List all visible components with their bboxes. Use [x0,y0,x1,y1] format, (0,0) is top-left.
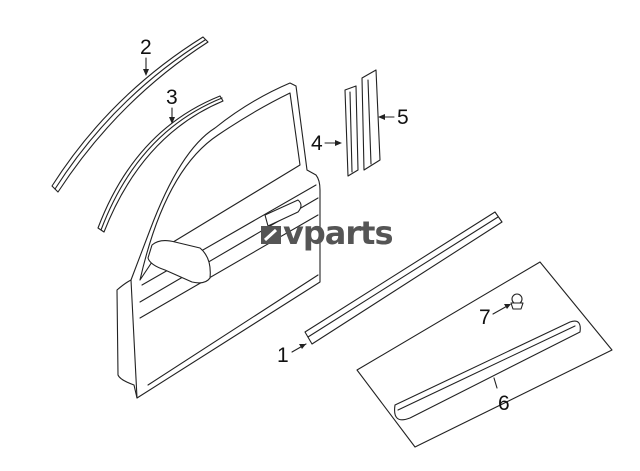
callout-4: 4 [311,132,342,155]
part-5-applique[interactable] [361,69,381,171]
callout-3: 3 [166,86,178,124]
door-shell [116,82,321,399]
part-7-clip[interactable] [510,293,524,310]
callout-1: 1 [277,343,307,367]
watermark-text: vparts [283,214,392,252]
callout-7: 7 [479,304,511,329]
part-2-molding[interactable] [51,36,209,193]
svg-text:1: 1 [277,344,289,367]
callout-6: 6 [493,377,510,415]
part-3-molding[interactable] [97,95,224,233]
watermark-logo: vparts [261,214,393,252]
part-1-belt-molding[interactable] [304,211,503,345]
svg-text:5: 5 [397,106,409,129]
callout-2: 2 [140,36,152,76]
svg-text:3: 3 [166,86,178,109]
part-6-door-molding[interactable] [356,261,613,448]
svg-text:7: 7 [479,306,491,329]
part-4-applique[interactable] [344,85,359,177]
svg-text:2: 2 [140,36,152,59]
svg-text:4: 4 [311,132,323,155]
callout-5: 5 [378,106,409,129]
svg-text:6: 6 [498,392,510,415]
